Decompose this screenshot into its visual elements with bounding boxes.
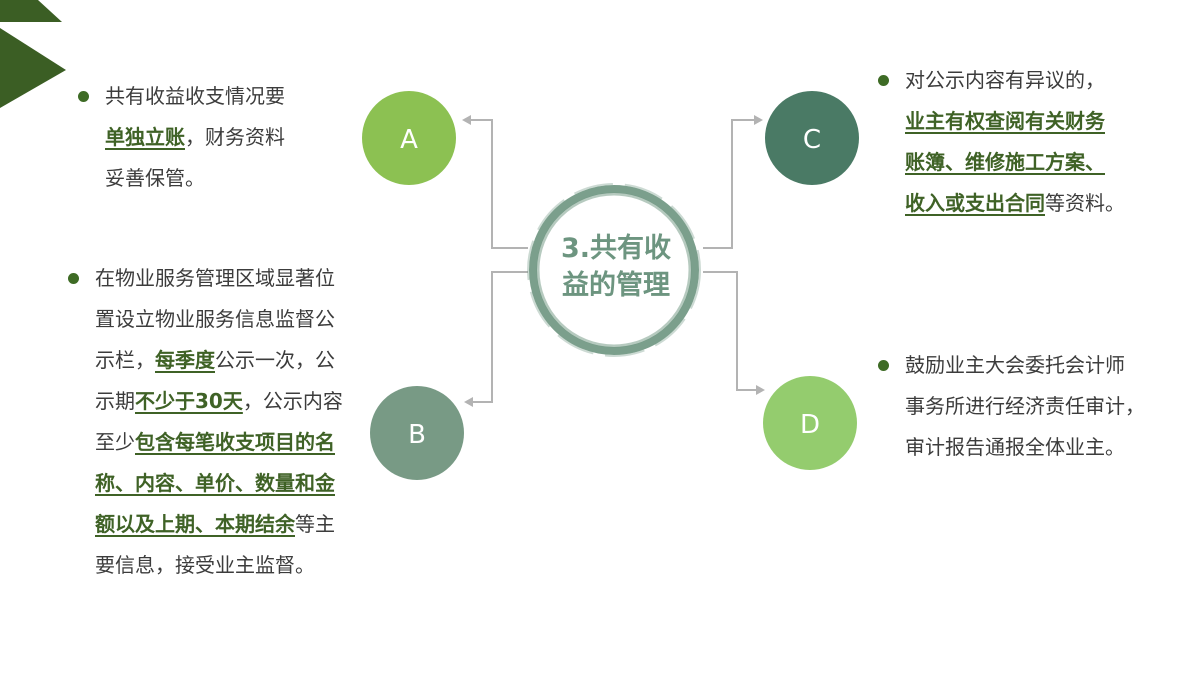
highlight-text: 业主有权查阅有关财务: [905, 109, 1105, 133]
block-c-line: 账簿、维修施工方案、: [905, 142, 1168, 183]
node-b-label: B: [408, 420, 426, 450]
block-b-line: 至少包含每笔收支项目的名: [95, 422, 368, 463]
node-d-label: D: [800, 410, 820, 440]
bullet-dot: [68, 273, 79, 284]
block-b-line: 要信息，接受业主监督。: [95, 553, 315, 577]
block-d-line: 事务所进行经济责任审计，: [905, 394, 1145, 418]
arrow-c: [754, 115, 763, 125]
block-d-text: 鼓励业主大会委托会计师 事务所进行经济责任审计， 审计报告通报全体业主。: [905, 345, 1178, 468]
connector-c: [703, 119, 757, 249]
block-b-line: 称、内容、单价、数量和金: [95, 463, 368, 504]
block-d-line: 审计报告通报全体业主。: [905, 435, 1125, 459]
block-b-line: 在物业服务管理区域显著位: [95, 266, 335, 290]
highlight-text: 每季度: [155, 348, 215, 372]
block-c-line: 业主有权查阅有关财务: [905, 101, 1168, 142]
node-a-label: A: [400, 125, 418, 155]
block-a-line: 妥善保管。: [105, 166, 205, 190]
block-a-text-span: ，财务资料: [185, 125, 285, 149]
block-c-text-span: 等资料。: [1045, 191, 1125, 215]
highlight-text: 称、内容、单价、数量和金: [95, 471, 335, 495]
node-c-circle: [765, 91, 859, 185]
block-a-text: 共有收益收支情况要 单独立账，财务资料 妥善保管。: [105, 76, 338, 199]
highlight-text: 单独立账: [105, 125, 185, 149]
connector-d: [703, 271, 759, 391]
highlight-text: 包含每笔收支项目的名: [135, 430, 335, 454]
node-b-circle: [370, 386, 464, 480]
block-b-text-span: 示栏，: [95, 348, 155, 372]
highlight-text: 账簿、维修施工方案、: [905, 150, 1105, 174]
arrow-d: [756, 385, 765, 395]
arrow-b: [464, 397, 473, 407]
block-b-text-span: 示期: [95, 389, 135, 413]
block-b-line: 置设立物业服务信息监督公: [95, 307, 335, 331]
block-b-text-span: ，公示内容: [242, 389, 343, 413]
highlight-text: 额以及上期、本期结余: [95, 512, 295, 536]
corner-triangle: [0, 28, 66, 108]
highlight-text: 不少于30天: [135, 389, 243, 413]
block-c-line: 收入或支出合同等资料。: [905, 183, 1168, 224]
block-a-line: 单独立账，财务资料: [105, 117, 338, 158]
block-d-line: 鼓励业主大会委托会计师: [905, 353, 1125, 377]
bullet-dot: [78, 91, 89, 102]
bullet-dot: [878, 360, 889, 371]
block-c-text: 对公示内容有异议的， 业主有权查阅有关财务 账簿、维修施工方案、 收入或支出合同…: [905, 60, 1168, 224]
block-a-line: 共有收益收支情况要: [105, 84, 285, 108]
center-title-line1: 3.共有收: [561, 233, 671, 264]
node-a-circle: [362, 91, 456, 185]
block-b-line: 示栏，每季度公示一次，公: [95, 340, 368, 381]
block-b-line: 示期不少于30天，公示内容: [95, 381, 368, 422]
connector-b: [470, 271, 528, 403]
center-ring: [527, 183, 701, 357]
bullet-dot: [878, 75, 889, 86]
block-c-line: 对公示内容有异议的，: [905, 68, 1105, 92]
block-b-line: 额以及上期、本期结余等主: [95, 504, 368, 545]
connector-a: [468, 119, 528, 249]
node-d-circle: [763, 376, 857, 470]
arrow-a: [462, 115, 471, 125]
block-b-text-span: 至少: [95, 430, 135, 454]
node-c-label: C: [803, 125, 821, 155]
text-block-a: 共有收益收支情况要 单独立账，财务资料 妥善保管。: [78, 76, 338, 199]
block-b-text-span: 等主: [295, 512, 335, 536]
block-b-text: 在物业服务管理区域显著位 置设立物业服务信息监督公 示栏，每季度公示一次，公 示…: [95, 258, 368, 586]
corner-triangle-top: [0, 0, 62, 22]
text-block-b: 在物业服务管理区域显著位 置设立物业服务信息监督公 示栏，每季度公示一次，公 示…: [68, 258, 368, 586]
text-block-c: 对公示内容有异议的， 业主有权查阅有关财务 账簿、维修施工方案、 收入或支出合同…: [878, 60, 1168, 224]
connectors: [462, 115, 765, 407]
block-b-text-span: 公示一次，公: [215, 348, 335, 372]
center-title-line2: 益的管理: [562, 269, 670, 301]
text-block-d: 鼓励业主大会委托会计师 事务所进行经济责任审计， 审计报告通报全体业主。: [878, 345, 1178, 468]
highlight-text: 收入或支出合同: [905, 191, 1045, 215]
